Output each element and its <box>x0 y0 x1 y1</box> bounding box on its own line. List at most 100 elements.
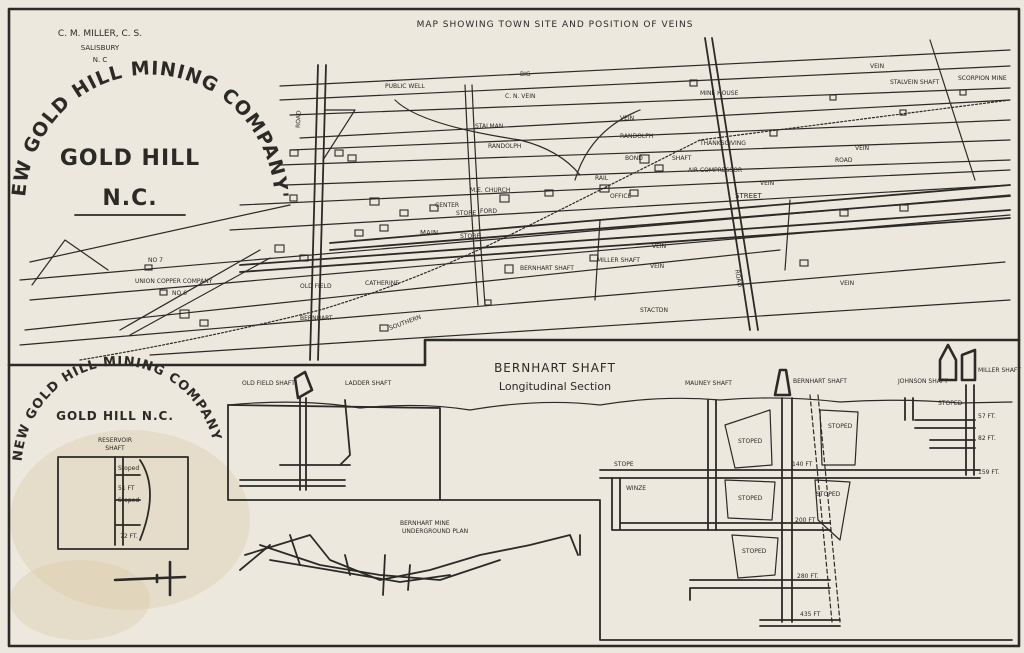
label-rail: RAIL <box>595 175 609 182</box>
stoped-area <box>814 479 851 541</box>
stoped-area <box>724 409 773 469</box>
johnson-shaft-line <box>904 397 914 421</box>
depth-57: 57 FT. <box>978 413 996 420</box>
inclined-shaft <box>809 394 841 623</box>
surface-line <box>227 397 1013 411</box>
label-store: STORE <box>456 210 476 217</box>
street-line <box>329 184 1011 244</box>
bernhart-shaft-line <box>781 397 793 623</box>
stope-label: STOPE <box>614 461 634 468</box>
level-140 <box>599 469 981 479</box>
label-stalvein-shaft: STALVEIN SHAFT <box>890 79 940 86</box>
vein-line <box>279 139 1011 166</box>
reservoir-depth-2: 72 FT. <box>120 533 138 540</box>
label-road-left: ROAD <box>295 110 303 128</box>
underground-crosscut <box>239 534 411 596</box>
section-frame-left <box>227 404 441 501</box>
reservoir-depth-1: 51 FT <box>118 485 135 492</box>
vein-line <box>289 87 1011 116</box>
reservoir-plan <box>113 560 187 597</box>
underground-drift <box>244 534 581 581</box>
mauney-shaft-line <box>707 399 717 531</box>
label-vein: VEIN <box>870 63 884 70</box>
old-field-shaft-label: OLD FIELD SHAFT <box>242 380 295 387</box>
depth-159: 159 FT. <box>978 469 1000 476</box>
rail-spur <box>129 257 271 336</box>
survey-triangle <box>31 239 109 286</box>
outer-border <box>7 7 1021 648</box>
vein-line <box>284 159 1011 186</box>
building <box>599 184 610 193</box>
label-public-well: PUBLIC WELL <box>385 83 425 90</box>
miller-shaft-label: MILLER SHAFT <box>978 367 1021 374</box>
building <box>399 209 409 217</box>
panel-divider <box>7 338 1021 367</box>
label-no6: NO 6 <box>172 290 187 297</box>
vein-line <box>289 119 1011 151</box>
label-bond: BOND <box>625 155 643 162</box>
old-field-workings <box>239 397 351 491</box>
building <box>589 254 599 262</box>
road-vertical <box>317 64 327 361</box>
label-union-copper: UNION COPPER COMPANY <box>135 278 213 285</box>
surveyor-state: N. C <box>93 56 108 64</box>
label-store-2: STORE <box>460 233 480 240</box>
vein-line <box>149 299 1011 356</box>
label-mine-house: MINE HOUSE <box>700 90 739 97</box>
section-subtitle: Longitudinal Section <box>499 380 611 393</box>
reservoir-shaft-label: SHAFT <box>105 445 125 452</box>
underground-subtitle: UNDERGROUND PLAN <box>402 528 468 535</box>
building <box>379 324 389 332</box>
stoped-area <box>724 479 776 521</box>
depth-200: 200 FT <box>795 517 816 524</box>
street-line <box>239 209 1011 266</box>
building <box>179 309 190 319</box>
old-field-headframe <box>293 370 314 400</box>
road-diagonal <box>704 37 751 331</box>
stoped-label-b: STOPED <box>828 423 853 430</box>
paper-stain <box>10 560 150 640</box>
building <box>484 299 492 306</box>
mauney-shaft-label: MAUNEY SHAFT <box>685 380 732 387</box>
building <box>429 204 439 212</box>
street-line <box>329 195 1011 251</box>
bernhart-shaft-label: BERNHART SHAFT <box>793 378 847 385</box>
stoped-label-c: STOPED <box>738 495 763 502</box>
stoped-area <box>819 409 859 466</box>
label-thanksgiving: THANKSGIVING <box>699 140 746 147</box>
section-title: BERNHART SHAFT <box>494 361 616 375</box>
building <box>799 259 809 267</box>
label-big-vein: BIG <box>520 71 531 78</box>
miller-headframe <box>938 343 977 382</box>
label-stactdn: STACTDN <box>640 307 668 314</box>
johnson-shaft-label: JOHNSON SHAFT <box>897 378 948 385</box>
stoped-label-d: STOPED <box>816 491 841 498</box>
buildings <box>144 79 967 332</box>
bernhart-headframe <box>773 368 792 397</box>
road-cross <box>929 39 976 181</box>
depth-435: 435 FT <box>800 611 821 618</box>
miller-shaft-line <box>965 384 975 476</box>
lower-place: GOLD HILL N.C. <box>56 409 174 423</box>
building <box>289 149 299 157</box>
road-cross <box>464 84 479 306</box>
label-scorpion-mine: SCORPION MINE <box>958 75 1007 82</box>
building <box>347 154 357 162</box>
label-vein-e: VEIN <box>760 180 774 187</box>
building <box>299 254 309 262</box>
level-280 <box>689 579 831 601</box>
label-road: ROAD <box>835 157 853 164</box>
road-cross <box>784 199 791 271</box>
level-200 <box>611 477 831 531</box>
label-cn-vein: C. N. VEIN <box>505 93 535 100</box>
vein-line <box>24 249 781 331</box>
building <box>504 264 514 274</box>
stoped-label-a: STOPED <box>738 438 763 445</box>
building <box>159 289 168 296</box>
label-road-vertical: ROAD <box>733 269 743 288</box>
building <box>379 224 389 232</box>
main-map-labels: PUBLIC WELL BIG VEIN C. N. VEIN STALMAN … <box>135 63 1007 332</box>
label-vein-b: VEIN <box>650 263 664 270</box>
building <box>654 164 664 172</box>
